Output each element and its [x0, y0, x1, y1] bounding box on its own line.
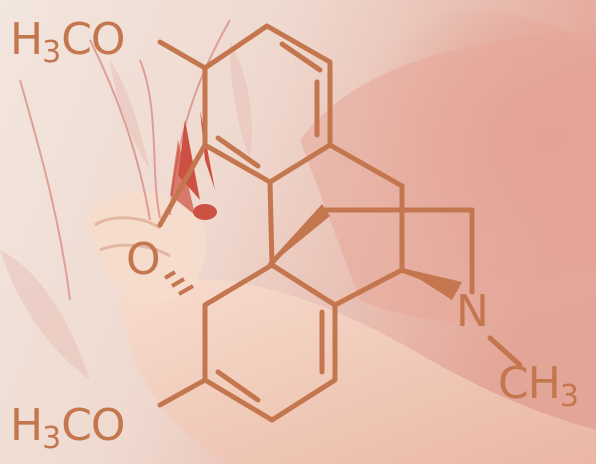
- pink-drape: [300, 30, 596, 323]
- arm: [120, 279, 596, 464]
- pale-leaves: [0, 40, 252, 380]
- quaternary-bond: [332, 267, 405, 308]
- label-n-methyl: CH3: [498, 358, 579, 414]
- wedge-bond-nh: [402, 268, 462, 300]
- label-oxygen: O: [126, 234, 161, 285]
- upper-ring-double-bond: [279, 41, 323, 73]
- finger: [99, 243, 171, 258]
- lower-ring: [202, 262, 338, 423]
- label-nitrogen: N: [456, 286, 489, 337]
- upper-ring-double-bond: [215, 135, 261, 169]
- finger: [94, 216, 161, 230]
- lower-ring-double-bond: [215, 369, 261, 403]
- ring-to-ether-bond: [157, 142, 208, 228]
- methoxy-bond-bottom: [157, 377, 208, 408]
- biaryl-bond: [267, 179, 275, 268]
- hashed-bond: [163, 270, 194, 296]
- methoxy-bond-top: [157, 39, 208, 71]
- n-methyl-bond: [487, 335, 523, 368]
- upper-aromatic-ring: [202, 23, 333, 185]
- wedge-bond-bridge: [270, 204, 330, 265]
- label-top-methoxy: H3CO: [10, 14, 126, 70]
- ring-to-ch2-bond: [327, 142, 405, 189]
- label-bottom-methoxy: H3CO: [10, 400, 126, 456]
